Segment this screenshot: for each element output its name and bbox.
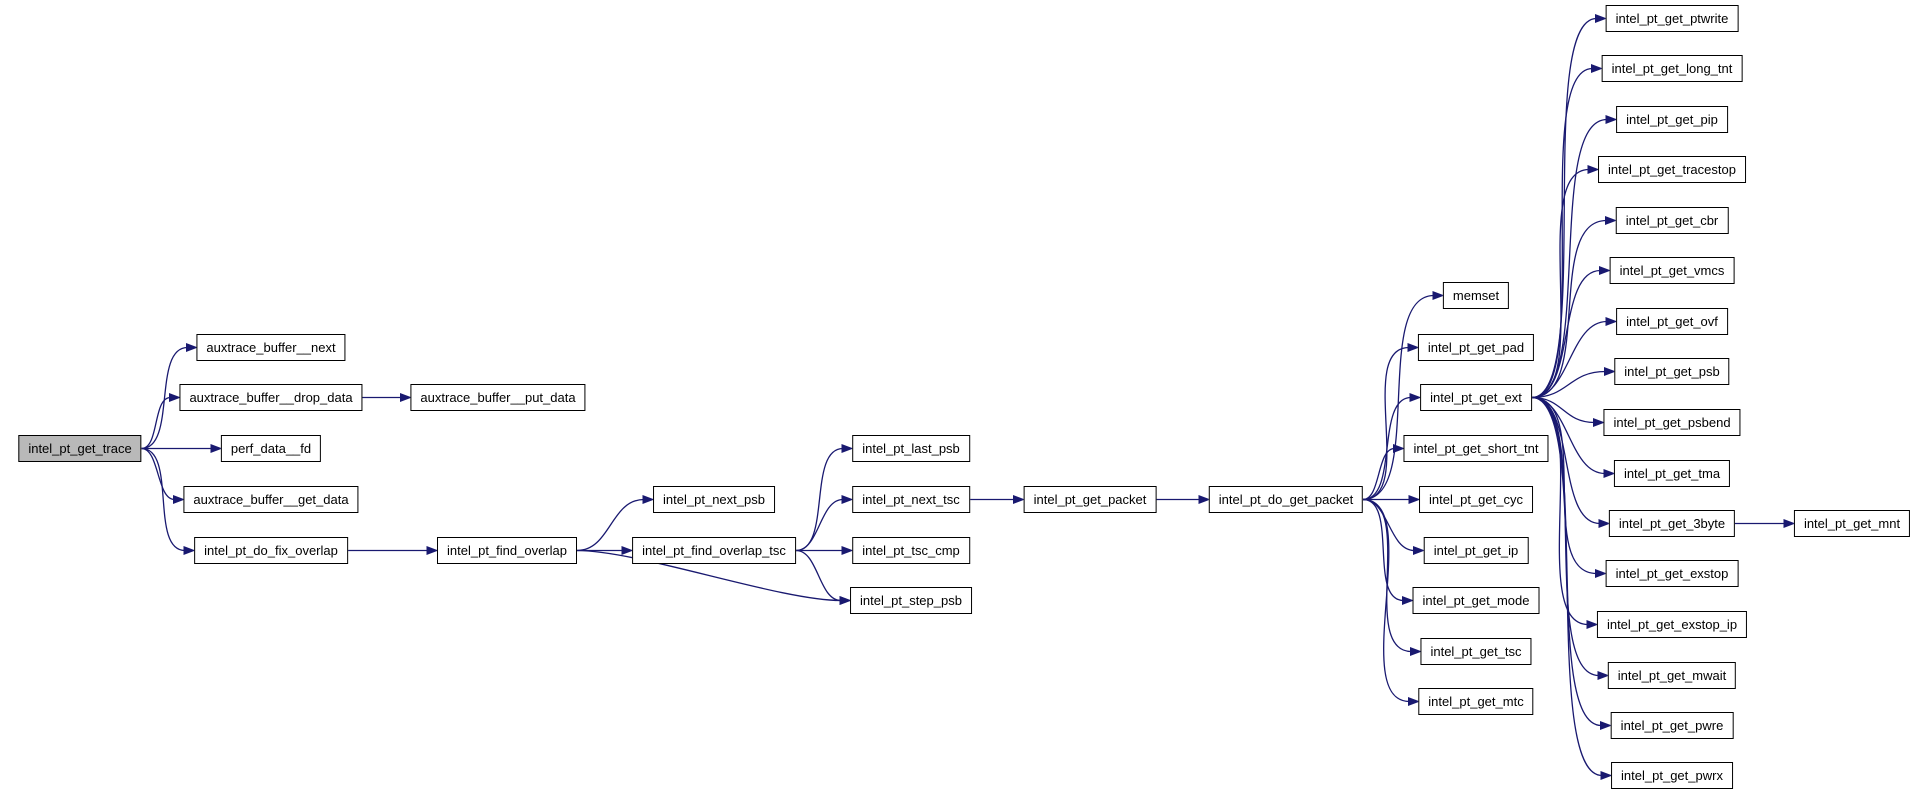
edge-intel_pt_get_ext--intel_pt_get_psb — [1531, 366, 1616, 399]
edge-intel_pt_get_trace--auxtrace_buffer__get_data — [141, 447, 185, 505]
node-intel_pt_get_mtc[interactable]: intel_pt_get_mtc — [1418, 688, 1534, 715]
edge-intel_pt_get_ext--intel_pt_get_pwrx — [1531, 396, 1613, 781]
node-auxtrace_buffer__get_data[interactable]: auxtrace_buffer__get_data — [183, 486, 359, 513]
node-intel_pt_next_psb[interactable]: intel_pt_next_psb — [653, 486, 775, 513]
node-intel_pt_get_3byte[interactable]: intel_pt_get_3byte — [1608, 510, 1736, 537]
edge-intel_pt_get_trace--auxtrace_buffer__next — [141, 342, 198, 450]
node-intel_pt_do_get_packet[interactable]: intel_pt_do_get_packet — [1208, 486, 1364, 513]
node-intel_pt_get_exstop_ip[interactable]: intel_pt_get_exstop_ip — [1596, 611, 1748, 638]
node-intel_pt_get_psbend[interactable]: intel_pt_get_psbend — [1603, 409, 1741, 436]
edge-intel_pt_get_packet--intel_pt_do_get_packet — [1156, 494, 1211, 505]
node-auxtrace_buffer__next[interactable]: auxtrace_buffer__next — [196, 334, 346, 361]
node-memset[interactable]: memset — [1442, 282, 1510, 309]
edge-intel_pt_get_ext--intel_pt_get_ovf — [1531, 316, 1618, 399]
edge-intel_pt_get_ext--intel_pt_get_3byte — [1531, 396, 1611, 529]
edge-intel_pt_find_overlap_tsc--intel_pt_next_tsc — [795, 494, 854, 552]
node-auxtrace_buffer__put_data[interactable]: auxtrace_buffer__put_data — [410, 384, 586, 411]
node-intel_pt_find_overlap_tsc[interactable]: intel_pt_find_overlap_tsc — [632, 537, 796, 564]
node-intel_pt_get_pwre[interactable]: intel_pt_get_pwre — [1610, 712, 1734, 739]
node-intel_pt_do_fix_overlap[interactable]: intel_pt_do_fix_overlap — [194, 537, 348, 564]
node-intel_pt_get_tma[interactable]: intel_pt_get_tma — [1613, 460, 1731, 487]
node-intel_pt_get_cyc[interactable]: intel_pt_get_cyc — [1419, 486, 1533, 513]
edge-intel_pt_get_trace--intel_pt_do_fix_overlap — [141, 447, 196, 556]
node-intel_pt_get_tracestop[interactable]: intel_pt_get_tracestop — [1598, 156, 1746, 183]
node-intel_pt_get_exstop[interactable]: intel_pt_get_exstop — [1605, 560, 1739, 587]
node-intel_pt_next_tsc[interactable]: intel_pt_next_tsc — [852, 486, 970, 513]
edge-intel_pt_do_get_packet--intel_pt_get_short_tnt — [1362, 443, 1405, 501]
edge-intel_pt_get_ext--intel_pt_get_tracestop — [1531, 164, 1600, 399]
edge-intel_pt_do_get_packet--intel_pt_get_ip — [1362, 498, 1425, 556]
edge-intel_pt_next_tsc--intel_pt_get_packet — [970, 494, 1025, 505]
node-intel_pt_step_psb[interactable]: intel_pt_step_psb — [850, 587, 972, 614]
node-intel_pt_get_packet[interactable]: intel_pt_get_packet — [1023, 486, 1157, 513]
edge-auxtrace_buffer__drop_data--auxtrace_buffer__put_data — [362, 392, 412, 403]
edge-intel_pt_do_get_packet--intel_pt_get_ext — [1362, 392, 1422, 501]
node-intel_pt_get_ext[interactable]: intel_pt_get_ext — [1420, 384, 1532, 411]
edge-intel_pt_get_trace--auxtrace_buffer__drop_data — [141, 392, 181, 450]
edge-intel_pt_get_ext--intel_pt_get_long_tnt — [1531, 63, 1603, 399]
node-intel_pt_get_short_tnt[interactable]: intel_pt_get_short_tnt — [1403, 435, 1549, 462]
edge-intel_pt_find_overlap_tsc--intel_pt_step_psb — [795, 549, 852, 606]
node-intel_pt_get_pip[interactable]: intel_pt_get_pip — [1616, 106, 1728, 133]
node-intel_pt_get_vmcs[interactable]: intel_pt_get_vmcs — [1609, 257, 1735, 284]
edge-intel_pt_do_fix_overlap--intel_pt_find_overlap — [348, 545, 439, 556]
node-intel_pt_get_ovf[interactable]: intel_pt_get_ovf — [1616, 308, 1728, 335]
node-intel_pt_tsc_cmp[interactable]: intel_pt_tsc_cmp — [852, 537, 970, 564]
node-intel_pt_get_long_tnt[interactable]: intel_pt_get_long_tnt — [1601, 55, 1743, 82]
node-intel_pt_get_cbr[interactable]: intel_pt_get_cbr — [1615, 207, 1729, 234]
edge-intel_pt_find_overlap--intel_pt_next_psb — [576, 494, 655, 552]
node-intel_pt_get_psb[interactable]: intel_pt_get_psb — [1614, 358, 1730, 385]
node-intel_pt_get_mnt[interactable]: intel_pt_get_mnt — [1793, 510, 1911, 537]
edge-intel_pt_get_trace--perf_data__fd — [141, 443, 223, 454]
node-intel_pt_get_pad[interactable]: intel_pt_get_pad — [1417, 334, 1535, 361]
edge-intel_pt_do_get_packet--memset — [1362, 290, 1445, 501]
edge-intel_pt_get_ext--intel_pt_get_vmcs — [1531, 265, 1611, 399]
edge-intel_pt_do_get_packet--intel_pt_get_pad — [1362, 342, 1420, 501]
node-intel_pt_get_ptwrite[interactable]: intel_pt_get_ptwrite — [1605, 5, 1739, 32]
node-intel_pt_last_psb[interactable]: intel_pt_last_psb — [852, 435, 970, 462]
node-intel_pt_get_ip[interactable]: intel_pt_get_ip — [1423, 537, 1529, 564]
edge-intel_pt_get_ext--intel_pt_get_cbr — [1531, 215, 1617, 399]
edge-intel_pt_do_get_packet--intel_pt_get_mtc — [1362, 498, 1420, 707]
node-perf_data__fd[interactable]: perf_data__fd — [220, 435, 322, 462]
node-intel_pt_get_mode[interactable]: intel_pt_get_mode — [1412, 587, 1540, 614]
edge-intel_pt_do_get_packet--intel_pt_get_tsc — [1362, 498, 1422, 657]
node-auxtrace_buffer__drop_data[interactable]: auxtrace_buffer__drop_data — [179, 384, 363, 411]
edge-intel_pt_do_get_packet--intel_pt_get_mode — [1362, 498, 1414, 606]
edge-intel_pt_get_3byte--intel_pt_get_mnt — [1735, 518, 1796, 529]
node-intel_pt_get_mwait[interactable]: intel_pt_get_mwait — [1607, 662, 1737, 689]
edge-intel_pt_find_overlap_tsc--intel_pt_tsc_cmp — [796, 545, 854, 556]
edge-intel_pt_get_ext--intel_pt_get_ptwrite — [1531, 13, 1607, 399]
node-intel_pt_find_overlap[interactable]: intel_pt_find_overlap — [437, 537, 577, 564]
node-intel_pt_get_tsc[interactable]: intel_pt_get_tsc — [1420, 638, 1532, 665]
node-intel_pt_get_trace: intel_pt_get_trace — [18, 435, 142, 462]
node-intel_pt_get_pwrx[interactable]: intel_pt_get_pwrx — [1611, 762, 1733, 789]
